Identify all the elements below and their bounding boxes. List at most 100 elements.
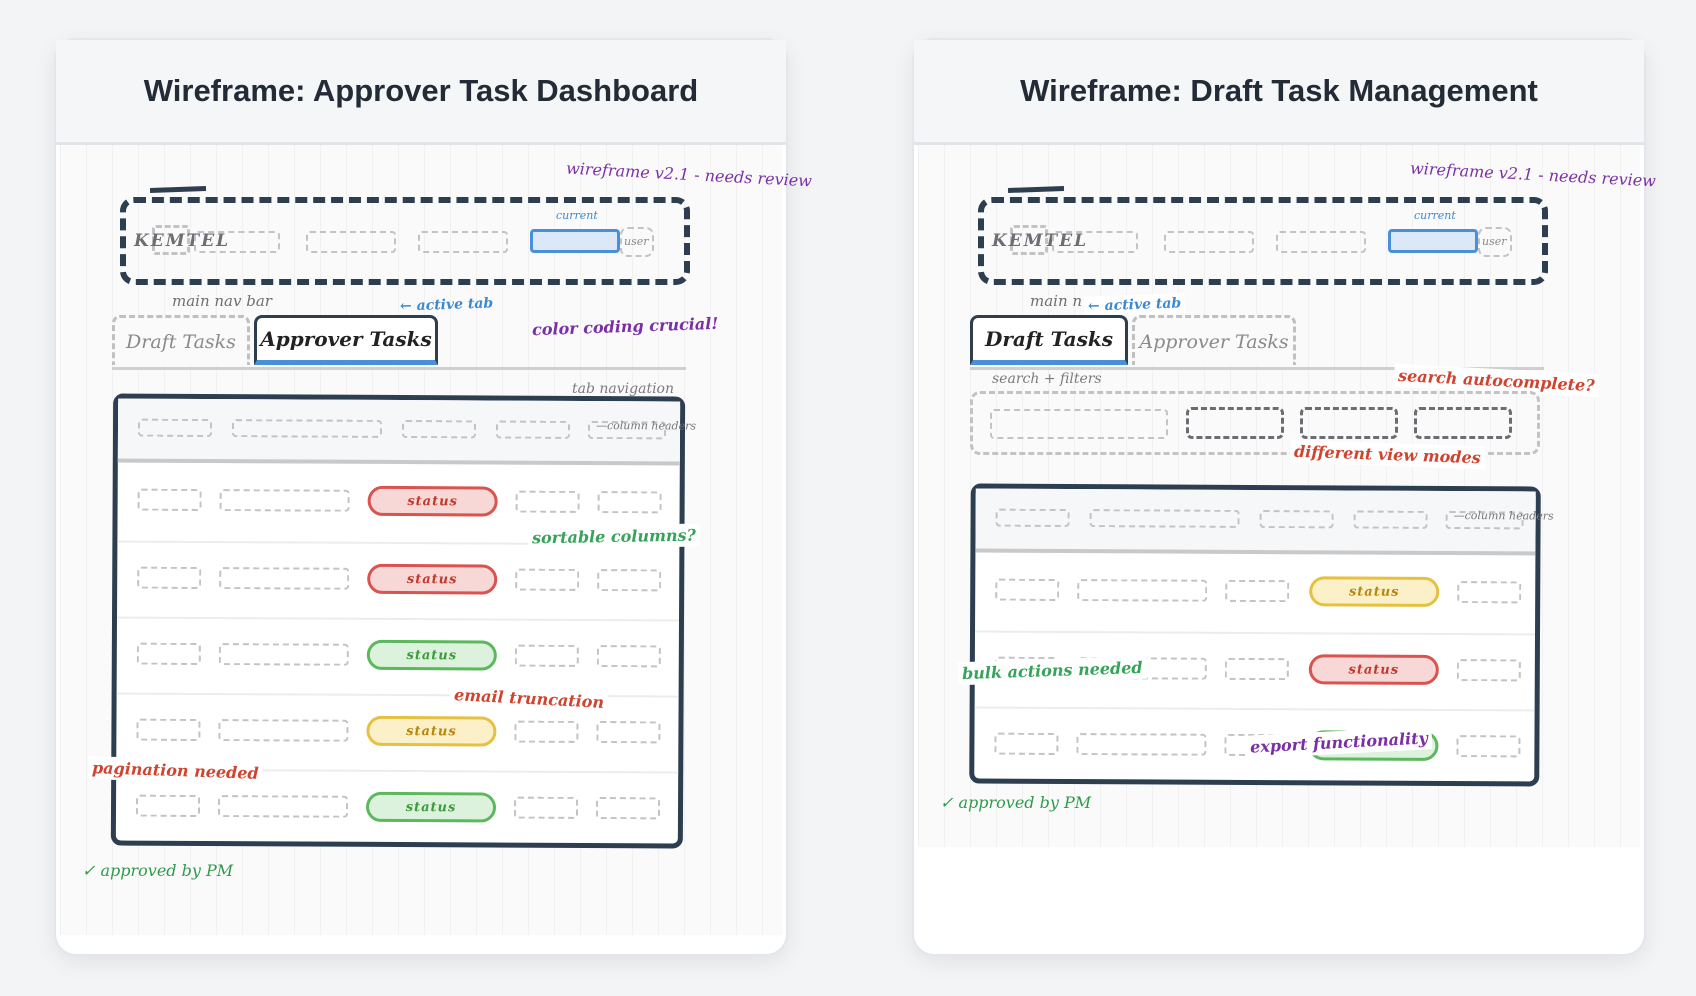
column-headers-label: —column headers (595, 419, 697, 433)
current-label: current (1414, 209, 1456, 222)
cell-placeholder (217, 795, 349, 818)
nav-bar-label: main n (1030, 292, 1083, 310)
nav-item-placeholder[interactable] (1164, 231, 1254, 253)
column-header[interactable] (1259, 510, 1334, 529)
cell-placeholder (219, 567, 350, 590)
table-row[interactable]: status (117, 617, 679, 696)
version-note: wireframe v2.1 - needs review (565, 158, 813, 191)
search-filter-bar (970, 391, 1540, 455)
cell-placeholder (137, 488, 202, 511)
cell-placeholder (596, 721, 661, 744)
sortable-columns-note: sortable columns? (527, 523, 701, 550)
nav-item-placeholder[interactable] (194, 231, 280, 253)
view-mode-button[interactable] (1186, 407, 1284, 439)
column-header[interactable] (401, 420, 477, 439)
column-header[interactable] (137, 418, 213, 438)
nav-item-placeholder[interactable] (418, 231, 508, 253)
cell-placeholder (137, 566, 202, 589)
cell-placeholder (596, 645, 661, 668)
user-menu[interactable] (620, 227, 654, 257)
column-header[interactable] (1353, 510, 1428, 529)
scribble-mark (1007, 186, 1065, 193)
logo: KEMTEL (134, 231, 231, 251)
cell-placeholder (1456, 659, 1521, 682)
user-label: user (1482, 235, 1507, 248)
tab-approver-tasks[interactable]: Approver Tasks (1132, 315, 1296, 365)
logo-placeholder (152, 225, 190, 255)
tab-nav-label: tab navigation (572, 381, 674, 397)
status-badge[interactable]: status (367, 563, 498, 595)
search-input[interactable] (990, 409, 1168, 439)
column-header[interactable] (495, 420, 571, 439)
cell-placeholder (595, 797, 661, 820)
column-header[interactable] (995, 508, 1070, 528)
cell-placeholder (1077, 579, 1208, 602)
cell-placeholder (136, 642, 201, 665)
version-note: wireframe v2.1 - needs review (1409, 158, 1657, 191)
cell-placeholder (514, 720, 579, 743)
wireframe-sketch: wireframe v2.1 - needs review KEMTEL cur… (918, 145, 1656, 847)
tab-draft-tasks[interactable]: Draft Tasks (970, 315, 1128, 365)
table-row[interactable]: status (117, 541, 679, 620)
status-badge[interactable]: status (366, 715, 497, 747)
cell-placeholder (1456, 735, 1521, 758)
table-row[interactable]: status (975, 553, 1535, 634)
status-badge[interactable]: status (367, 485, 498, 517)
cell-placeholder (514, 644, 579, 667)
cell-placeholder (1225, 579, 1290, 603)
status-badge[interactable]: status (365, 791, 497, 823)
cell-placeholder (136, 718, 201, 741)
card-title: Wireframe: Approver Task Dashboard (56, 40, 786, 145)
approver-dashboard-card: Wireframe: Approver Task Dashboard wiref… (54, 38, 812, 956)
nav-item-placeholder[interactable] (1052, 231, 1138, 253)
cell-placeholder (218, 643, 349, 666)
current-nav-item[interactable] (1388, 229, 1478, 253)
cell-placeholder (1076, 733, 1207, 756)
active-tab-note: ← active tab (399, 295, 494, 315)
cell-placeholder (597, 569, 662, 592)
table-header: —column headers (117, 398, 696, 466)
nav-bar-label: main nav bar (172, 292, 272, 310)
cell-placeholder (513, 796, 579, 819)
view-mode-button[interactable] (1414, 407, 1512, 439)
cell-placeholder (995, 578, 1060, 601)
tab-underline (112, 367, 686, 370)
cell-placeholder (515, 490, 580, 513)
tab-draft-tasks[interactable]: Draft Tasks (112, 315, 250, 365)
color-coding-note: color coding crucial! (531, 313, 719, 340)
column-header[interactable] (231, 419, 383, 438)
wireframe-sketch: wireframe v2.1 - needs review KEMTEL cur… (60, 145, 812, 935)
cell-placeholder (1457, 581, 1522, 604)
cell-placeholder (219, 489, 350, 512)
current-nav-item[interactable] (530, 229, 620, 253)
logo-placeholder (1010, 225, 1048, 255)
logo: KEMTEL (992, 231, 1089, 251)
main-nav-bar[interactable] (120, 197, 690, 285)
draft-management-card: Wireframe: Draft Task Management wirefra… (912, 38, 1656, 956)
nav-item-placeholder[interactable] (306, 231, 396, 253)
cell-placeholder (135, 794, 201, 817)
user-menu[interactable] (1478, 227, 1512, 257)
cell-placeholder (994, 732, 1059, 755)
active-tab-note: ← active tab (1083, 293, 1186, 317)
nav-item-placeholder[interactable] (1276, 231, 1366, 253)
tab-underline (970, 367, 1544, 370)
column-header[interactable] (1089, 509, 1240, 528)
card-title: Wireframe: Draft Task Management (914, 40, 1644, 145)
approved-note: ✓ approved by PM (940, 793, 1092, 812)
status-badge[interactable]: status (1309, 576, 1440, 607)
view-mode-button[interactable] (1300, 407, 1398, 439)
tab-approver-tasks[interactable]: Approver Tasks (254, 315, 438, 365)
current-label: current (556, 209, 598, 222)
approved-note: ✓ approved by PM (82, 861, 234, 880)
status-badge[interactable]: status (366, 639, 497, 671)
cell-placeholder (597, 491, 662, 514)
column-headers-label: —column headers (1453, 509, 1554, 523)
cell-placeholder (218, 719, 349, 742)
scribble-mark (149, 186, 207, 193)
status-badge[interactable]: status (1308, 654, 1439, 685)
cell-placeholder (1224, 657, 1289, 681)
search-filters-label: search + filters (992, 371, 1102, 387)
main-nav-bar[interactable] (978, 197, 1548, 285)
cell-placeholder (515, 568, 580, 591)
